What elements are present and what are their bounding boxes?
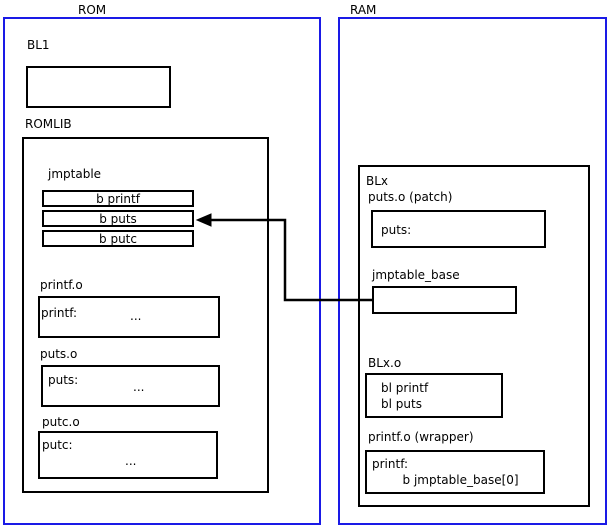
romlib-label: ROMLIB: [25, 117, 72, 131]
ram-region-label: RAM: [350, 3, 377, 17]
blx-label: BLx: [366, 174, 389, 188]
jmptable-base-box: [372, 286, 517, 314]
printf-wrapper-label: printf.o (wrapper): [368, 430, 474, 444]
jmptable-entry-putc: b putc: [42, 230, 194, 247]
printf-wrapper-box: printf: b jmptable_base[0]: [365, 450, 545, 494]
puts-o-symbol: puts:: [48, 373, 79, 387]
jmptable-entry-puts-text: b puts: [99, 211, 137, 226]
jmptable-base-label: jmptable_base: [372, 268, 460, 282]
puts-patch-box: puts:: [371, 210, 546, 248]
printf-wrapper-line-symbol: printf:: [372, 457, 409, 471]
putc-o-body: ...: [125, 454, 137, 468]
jmptable-entry-putc-text: b putc: [99, 231, 137, 246]
blx-o-line-bl-puts: bl puts: [381, 397, 422, 411]
jmptable-entry-printf-text: b printf: [96, 191, 140, 206]
jmptable-entry-printf: b printf: [42, 190, 194, 207]
putc-o-symbol: putc:: [42, 438, 73, 452]
bl1-box: [26, 66, 171, 108]
jmptable-label: jmptable: [48, 167, 102, 181]
puts-o-box: puts: ...: [41, 365, 220, 407]
putc-o-label: putc.o: [42, 415, 80, 429]
puts-o-body: ...: [133, 380, 145, 394]
putc-o-box: putc: ...: [38, 431, 218, 479]
printf-o-symbol: printf:: [41, 306, 78, 320]
printf-wrapper-line-branch: b jmptable_base[0]: [372, 473, 519, 487]
puts-patch-symbol: puts:: [381, 223, 412, 237]
printf-o-label: printf.o: [40, 278, 83, 292]
blx-o-box: bl printf bl puts: [365, 373, 503, 418]
printf-o-body: ...: [130, 309, 142, 323]
puts-o-label: puts.o: [40, 347, 78, 361]
bl1-label: BL1: [27, 38, 50, 52]
printf-o-box: printf: ...: [38, 296, 220, 338]
blx-o-label: BLx.o: [368, 356, 402, 370]
blx-o-line-bl-printf: bl printf: [381, 381, 429, 395]
jmptable-entry-puts: b puts: [42, 210, 194, 227]
puts-patch-label: puts.o (patch): [368, 190, 453, 204]
rom-region-label: ROM: [78, 3, 107, 17]
